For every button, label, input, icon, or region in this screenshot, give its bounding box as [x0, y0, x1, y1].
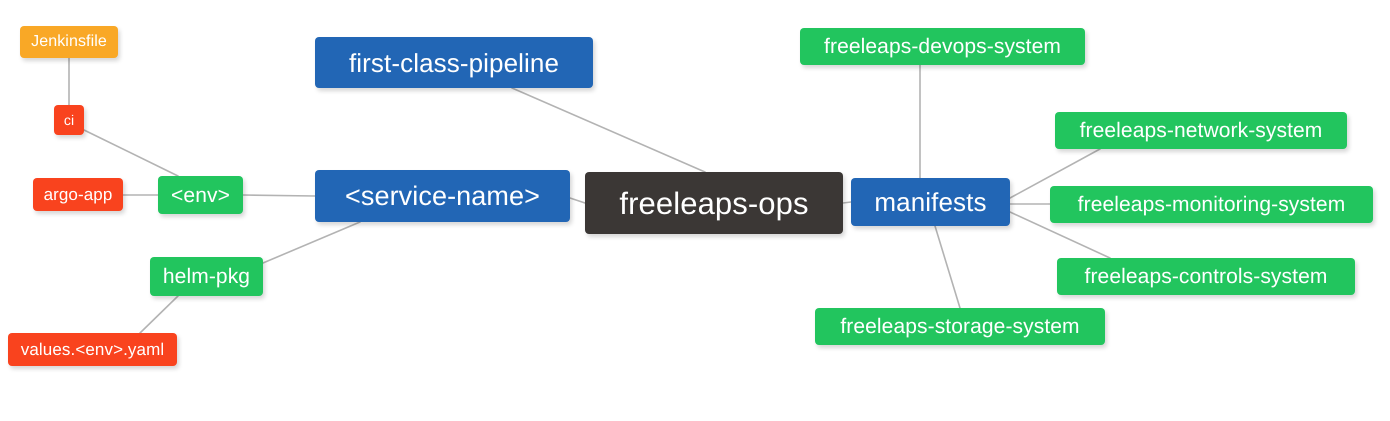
- node-env[interactable]: <env>: [158, 176, 243, 214]
- edge-service-name-to-env: [242, 194, 316, 197]
- node-service-name[interactable]: <service-name>: [315, 170, 570, 222]
- node-first-class-pipeline[interactable]: first-class-pipeline: [315, 37, 593, 88]
- edge-manifests-to-freeleaps-storage-system: [934, 225, 961, 309]
- edge-freeleaps-ops-to-service-name: [569, 197, 586, 204]
- node-freeleaps-network-system[interactable]: freeleaps-network-system: [1055, 112, 1347, 149]
- edge-helm-pkg-to-values-env-yaml: [139, 295, 179, 334]
- node-argo-app[interactable]: argo-app: [33, 178, 123, 211]
- edge-env-to-ci: [83, 129, 179, 177]
- node-freeleaps-monitoring-system[interactable]: freeleaps-monitoring-system: [1050, 186, 1373, 223]
- node-freeleaps-controls-system[interactable]: freeleaps-controls-system: [1057, 258, 1355, 295]
- node-ci[interactable]: ci: [54, 105, 84, 135]
- node-values-env-yaml[interactable]: values.<env>.yaml: [8, 333, 177, 366]
- node-freeleaps-devops-system[interactable]: freeleaps-devops-system: [800, 28, 1085, 65]
- edge-freeleaps-ops-to-first-class-pipeline: [511, 87, 706, 173]
- node-freeleaps-ops[interactable]: freeleaps-ops: [585, 172, 843, 234]
- node-helm-pkg[interactable]: helm-pkg: [150, 257, 263, 296]
- node-freeleaps-storage-system[interactable]: freeleaps-storage-system: [815, 308, 1105, 345]
- edge-freeleaps-ops-to-manifests: [842, 201, 852, 204]
- node-manifests[interactable]: manifests: [851, 178, 1010, 226]
- node-jenkinsfile[interactable]: Jenkinsfile: [20, 26, 118, 58]
- edge-service-name-to-helm-pkg: [262, 221, 361, 264]
